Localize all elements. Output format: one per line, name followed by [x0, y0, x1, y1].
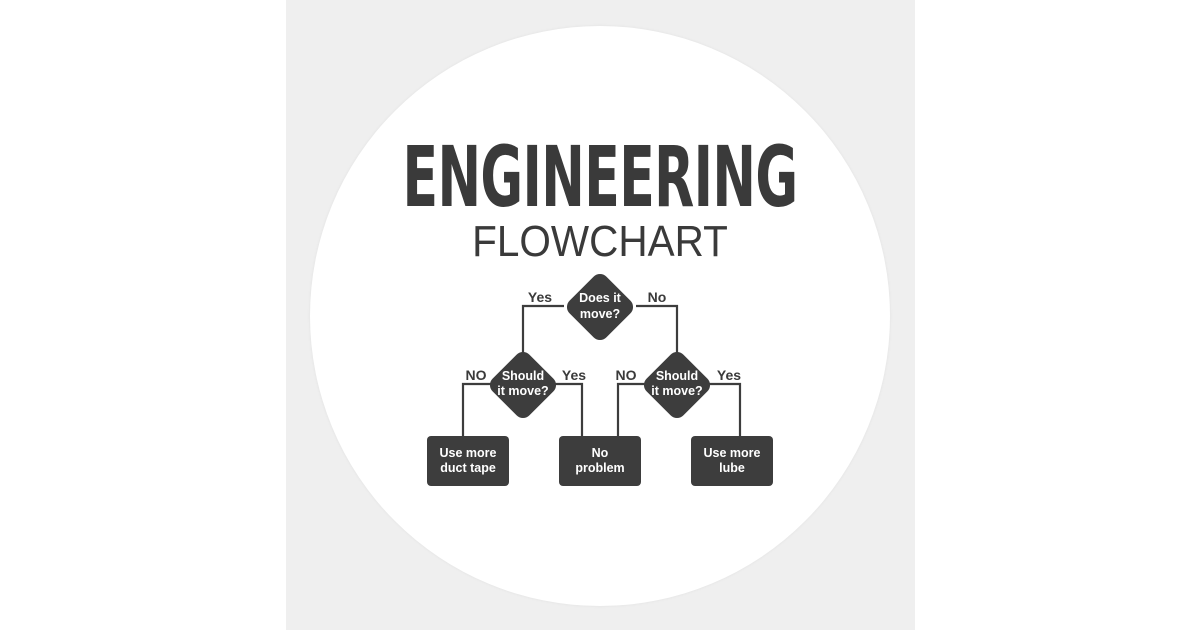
connector-left-no: [461, 382, 491, 436]
decision-top-line1: Does it: [579, 291, 622, 305]
outcome-no-problem-line1: No: [592, 446, 609, 460]
outcome-no-problem-line2: problem: [575, 461, 624, 475]
outcome-lube-line2: lube: [719, 461, 745, 475]
label-top-no: No: [648, 289, 667, 305]
decision-top-line2: move?: [580, 307, 620, 321]
outcome-no-problem: No problem: [559, 436, 641, 486]
decision-right-line1: Should: [656, 369, 698, 383]
outcome-lube-line1: Use more: [704, 446, 761, 460]
outcome-duct-tape: Use more duct tape: [427, 436, 509, 486]
label-left-yes: Yes: [562, 367, 586, 383]
outcome-lube: Use more lube: [691, 436, 773, 486]
decision-should-it-move-left: Should it move?: [489, 351, 557, 419]
connector-right-no: [616, 382, 645, 436]
title-main: ENGINEERING: [402, 128, 798, 226]
outcome-duct-tape-line1: Use more: [440, 446, 497, 460]
decision-should-it-move-right: Should it move?: [643, 351, 711, 419]
decision-does-it-move: Does it move?: [566, 273, 634, 341]
label-top-yes: Yes: [528, 289, 552, 305]
decision-right-line2: it move?: [651, 384, 702, 398]
outcome-duct-tape-line2: duct tape: [440, 461, 496, 475]
decision-left-line2: it move?: [497, 384, 548, 398]
title-sub: FLOWCHART: [472, 217, 728, 266]
label-right-yes: Yes: [717, 367, 741, 383]
label-left-no: NO: [466, 367, 487, 383]
connector-right-yes: [709, 382, 742, 436]
connector-left-yes: [555, 382, 584, 436]
label-right-no: NO: [616, 367, 637, 383]
decision-left-line1: Should: [502, 369, 544, 383]
